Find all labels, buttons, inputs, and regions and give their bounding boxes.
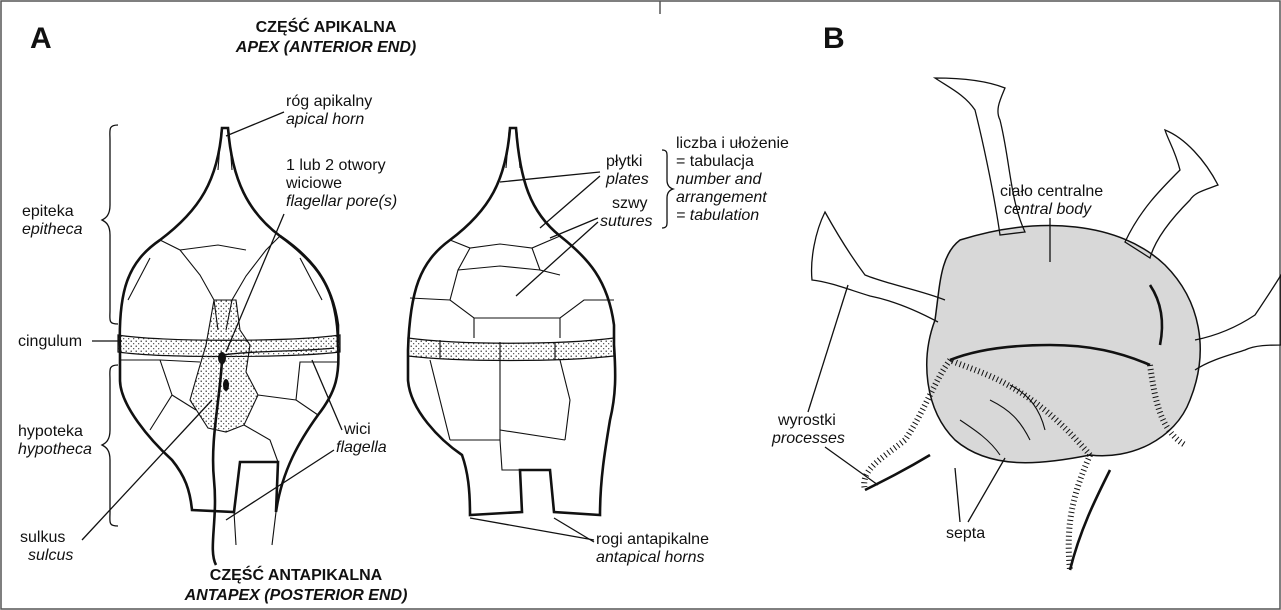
process-right bbox=[1195, 275, 1281, 370]
apical-horn-label-pl: róg apikalny bbox=[286, 93, 372, 110]
tabulation-brace bbox=[662, 150, 673, 228]
central-body-label-en: central body bbox=[1004, 201, 1092, 218]
flagella-leader-2 bbox=[226, 450, 334, 520]
cingulum-band-dorsal bbox=[408, 338, 614, 361]
antapical-horns-leader-1 bbox=[470, 518, 594, 540]
processes-label-pl: wyrostki bbox=[777, 412, 836, 429]
septa-leader-1 bbox=[955, 468, 960, 522]
antapical-horns-leader-2 bbox=[554, 518, 594, 542]
flagella-label-en: flagella bbox=[336, 439, 387, 456]
hypotheca-brace bbox=[102, 365, 118, 526]
antapex-header-en: ANTAPEX (POSTERIOR END) bbox=[184, 587, 408, 604]
hypotheca-label-pl: hypoteka bbox=[18, 423, 83, 440]
processes-label-en: processes bbox=[771, 430, 845, 447]
epitheca-label-en: epitheca bbox=[22, 221, 83, 238]
antapical-horns-label-pl: rogi antapikalne bbox=[596, 531, 709, 548]
cyst-drawing bbox=[812, 78, 1281, 570]
septa-label: septa bbox=[946, 525, 985, 542]
processes-leader-2 bbox=[825, 447, 878, 485]
flagellar-pore-label-pl1: 1 lub 2 otwory bbox=[286, 157, 386, 174]
apical-horn-leader bbox=[226, 112, 284, 136]
plates-label-pl: płytki bbox=[606, 153, 642, 170]
epitheca-label-pl: epiteka bbox=[22, 203, 74, 220]
sulcus-label-pl: sulkus bbox=[20, 529, 65, 546]
antapex-header-pl: CZĘŚĆ ANTAPIKALNA bbox=[210, 565, 383, 584]
process-left bbox=[812, 212, 945, 322]
central-body-label-pl: ciało centralne bbox=[1000, 183, 1103, 200]
cell-dorsal-view bbox=[408, 128, 615, 515]
apical-horn-label-en: apical horn bbox=[286, 111, 364, 128]
apex-header-pl: CZĘŚĆ APIKALNA bbox=[256, 17, 397, 36]
hypotheca-label-en: hypotheca bbox=[18, 441, 92, 458]
tabulation-l1: liczba i ułożenie bbox=[676, 135, 789, 152]
septa-leader-2 bbox=[968, 458, 1005, 522]
epitheca-brace bbox=[102, 125, 118, 324]
sutures-label-en: sutures bbox=[600, 213, 652, 230]
plates-leader-1 bbox=[500, 172, 600, 182]
plates-leader-2 bbox=[540, 176, 600, 228]
processes-leader-1 bbox=[808, 285, 848, 412]
cingulum-label: cingulum bbox=[18, 333, 82, 350]
panel-b-letter: B bbox=[823, 22, 845, 55]
tabulation-l5: = tabulation bbox=[676, 207, 759, 224]
cell-outline-dorsal bbox=[408, 128, 615, 515]
tabulation-l2: = tabulacja bbox=[676, 153, 754, 170]
septum-5 bbox=[1069, 455, 1090, 570]
process-right-top bbox=[1125, 130, 1218, 258]
septum-3-edge bbox=[865, 455, 930, 490]
flagellar-pore-label-en: flagellar pore(s) bbox=[286, 193, 397, 210]
flagellar-pore-leader bbox=[226, 214, 284, 352]
flagella-label-pl: wici bbox=[343, 421, 371, 438]
sulcus-label-en: sulcus bbox=[28, 547, 73, 564]
flagellar-pore-label-pl2: wiciowe bbox=[285, 175, 342, 192]
apex-header-en: APEX (ANTERIOR END) bbox=[235, 39, 416, 56]
plates-label-en: plates bbox=[605, 171, 649, 188]
sutures-label-pl: szwy bbox=[612, 195, 648, 212]
tabulation-l3: number and bbox=[676, 171, 762, 188]
tabulation-l4: arrangement bbox=[676, 189, 767, 206]
panel-a-letter: A bbox=[30, 22, 52, 55]
sulcus-leader bbox=[82, 400, 212, 540]
antapical-horns-label-en: antapical horns bbox=[596, 549, 705, 566]
